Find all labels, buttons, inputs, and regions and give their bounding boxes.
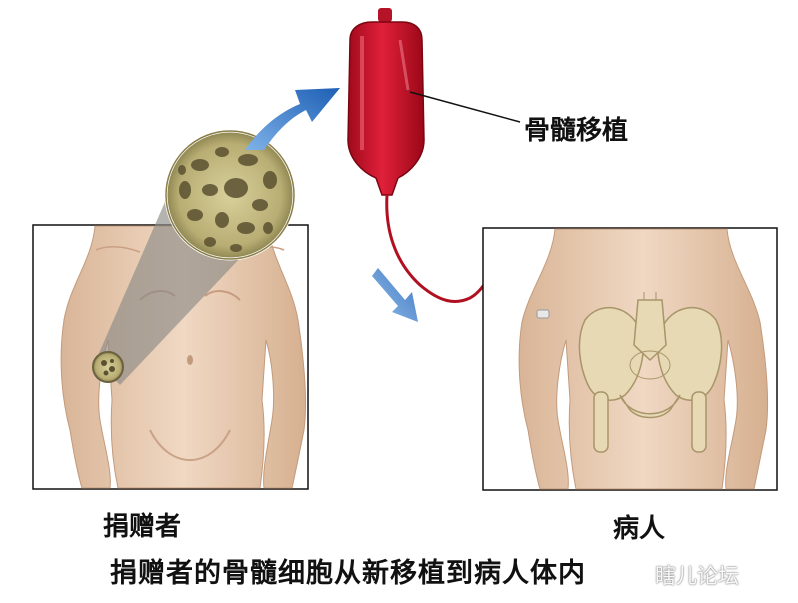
iv-needle — [537, 310, 549, 318]
patient-label: 病人 — [613, 508, 665, 545]
transplant-leader-line — [410, 92, 520, 122]
patient-panel — [483, 228, 777, 490]
donor-label: 捐赠者 — [103, 506, 181, 543]
bone-marrow-transplant-label: 骨髓移植 — [524, 110, 628, 147]
watermark-logo — [633, 563, 651, 581]
blood-bag — [348, 8, 424, 195]
bone-marrow-magnified — [166, 131, 294, 259]
diagram-caption: 捐赠者的骨髓细胞从新移植到病人体内 — [110, 551, 586, 590]
hip-bone-sample — [93, 352, 123, 382]
arrow-to-bag — [245, 88, 340, 150]
watermark-text: 瞎儿论坛 — [655, 560, 739, 590]
